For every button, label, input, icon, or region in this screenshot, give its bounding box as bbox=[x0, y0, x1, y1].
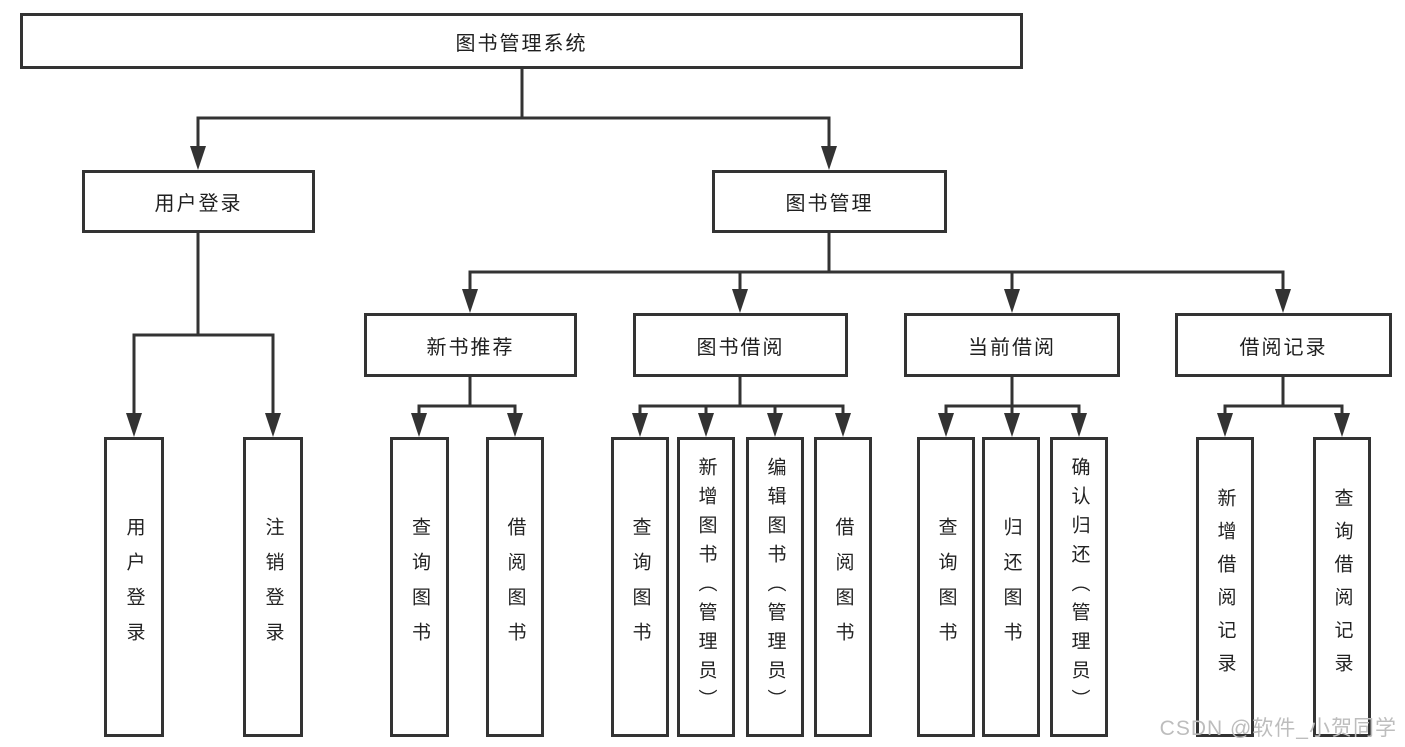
node-label: 图书借阅 bbox=[696, 336, 785, 359]
leaf-return-books: 归还图书 bbox=[982, 437, 1040, 737]
node-label: 新书推荐 bbox=[426, 336, 515, 359]
node-label: 查询图书 bbox=[409, 517, 430, 657]
leaf-logout: 注销登录 bbox=[243, 437, 303, 737]
leaf-newbook-query-books: 查询图书 bbox=[390, 437, 449, 737]
node-library-management-system: 图书管理系统 bbox=[20, 13, 1023, 69]
node-new-book-recommend: 新书推荐 bbox=[364, 313, 577, 377]
node-current-borrow: 当前借阅 bbox=[904, 313, 1120, 377]
node-label: 用户登录 bbox=[123, 517, 145, 657]
leaf-edit-books-admin: 编辑图书（管理员） bbox=[746, 437, 804, 737]
node-book-management: 图书管理 bbox=[712, 170, 947, 233]
leaf-add-books-admin: 新增图书（管理员） bbox=[677, 437, 735, 737]
leaf-user-login: 用户登录 bbox=[104, 437, 164, 737]
node-label: 图书管理 bbox=[785, 193, 874, 215]
node-label: 借阅图书 bbox=[832, 517, 854, 657]
node-label: 注销登录 bbox=[262, 517, 284, 657]
node-label: 借阅图书 bbox=[504, 517, 526, 657]
leaf-add-borrow-record: 新增借阅记录 bbox=[1196, 437, 1254, 737]
node-label: 查询图书 bbox=[935, 517, 957, 657]
node-label: 图书管理系统 bbox=[455, 32, 588, 55]
leaf-confirm-return-admin: 确认归还（管理员） bbox=[1050, 437, 1108, 737]
leaf-query-borrow-record: 查询借阅记录 bbox=[1313, 437, 1371, 737]
node-label: 新增图书（管理员） bbox=[695, 456, 717, 718]
leaf-current-query-books: 查询图书 bbox=[917, 437, 975, 737]
node-user-login: 用户登录 bbox=[82, 170, 315, 233]
node-book-borrow: 图书借阅 bbox=[633, 313, 848, 377]
node-label: 当前借阅 bbox=[968, 336, 1056, 359]
leaf-borrow-books: 借阅图书 bbox=[814, 437, 872, 737]
node-label: 查询借阅记录 bbox=[1331, 488, 1353, 686]
node-label: 归还图书 bbox=[1000, 517, 1022, 657]
leaf-newbook-borrow-books: 借阅图书 bbox=[486, 437, 544, 737]
node-label: 用户登录 bbox=[154, 193, 243, 215]
node-label: 编辑图书（管理员） bbox=[764, 456, 786, 718]
node-label: 借阅记录 bbox=[1239, 336, 1328, 359]
csdn-watermark: CSDN @软件_小贺同学 bbox=[1159, 717, 1397, 740]
leaf-borrow-query-books: 查询图书 bbox=[611, 437, 669, 737]
node-label: 查询图书 bbox=[629, 517, 651, 657]
node-label: 新增借阅记录 bbox=[1214, 488, 1236, 686]
node-label: 确认归还（管理员） bbox=[1068, 456, 1090, 718]
node-borrow-records: 借阅记录 bbox=[1175, 313, 1392, 377]
